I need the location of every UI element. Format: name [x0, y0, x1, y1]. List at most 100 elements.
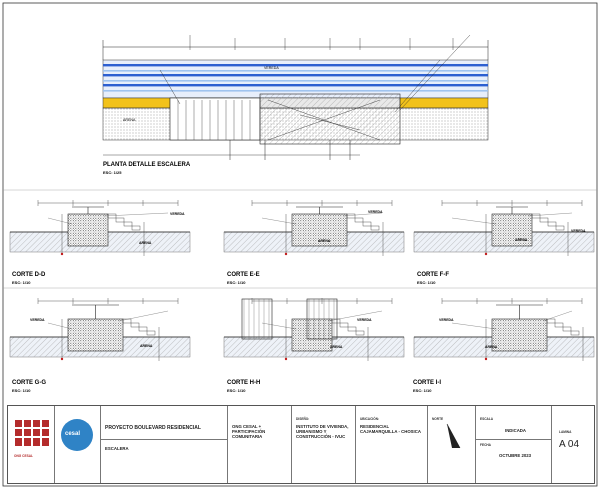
- section-step: [138, 326, 148, 332]
- section-leader: [527, 212, 573, 217]
- section-title: CORTE G-G: [12, 380, 46, 386]
- section-scale: ESC: 1/10: [12, 280, 31, 285]
- section-footing: [491, 213, 533, 247]
- section-level-marker: [484, 357, 488, 361]
- location-value: RESIDENCIAL CAJAMARQUILLA - CHOSICA: [360, 424, 421, 435]
- scale-value: INDICADA: [505, 428, 527, 433]
- section-arena-label: ARENA: [515, 238, 528, 242]
- project-cell: PROYECTO BOULEVARD RESIDENCIAL ESCALERA: [100, 406, 228, 483]
- scale-date-cell: ESCALA INDICADA FECHA OCTUBRE 2023: [475, 406, 552, 483]
- section-vereda-label: VEREDA: [439, 318, 454, 322]
- section-scale: ESC: 1/10: [12, 388, 31, 393]
- section-leader: [118, 310, 169, 322]
- section-leader: [261, 322, 297, 330]
- section-leader: [261, 217, 297, 225]
- section-step: [339, 322, 349, 328]
- section-step: [546, 318, 556, 324]
- sheet-value: A 04: [559, 439, 580, 450]
- section-step: [131, 225, 141, 231]
- subject: ESCALERA: [105, 446, 129, 451]
- section-leader: [47, 322, 73, 330]
- section-footing: [67, 213, 109, 247]
- section-step: [539, 217, 549, 223]
- section-step: [122, 318, 132, 324]
- section-step: [562, 326, 572, 332]
- section-step: [370, 225, 380, 231]
- section-step: [362, 221, 372, 227]
- scale-label: ESCALA: [480, 417, 494, 421]
- section-footing: [291, 318, 333, 352]
- organizations-cell: ONG CESAL + PARTICIPACIÓN COMUNITARIA: [227, 406, 292, 483]
- sheet-label: LAMINA: [559, 430, 572, 434]
- section-title: CORTE E-E: [227, 272, 260, 278]
- section-leader: [451, 322, 497, 330]
- sheet-cell: LAMINA A 04: [551, 406, 594, 483]
- section-scale: ESC: 1/10: [227, 280, 246, 285]
- section-arena-label: ARENA: [140, 344, 153, 348]
- section-scale: ESC: 1/10: [417, 280, 436, 285]
- section-step: [346, 213, 356, 219]
- design-cell: DISEÑO: INSTITUTO DE VIVIENDA, URBANISMO…: [291, 406, 356, 483]
- section-step: [547, 221, 557, 227]
- section-step: [146, 330, 156, 336]
- sections-layer: [9, 200, 595, 361]
- plan-detail: [102, 34, 489, 160]
- section-scale: ESC: 1/10: [227, 388, 246, 393]
- section-footing: [291, 213, 348, 247]
- section-title: CORTE F-F: [417, 272, 449, 278]
- location-cell: UBICACIÓN: RESIDENCIAL CAJAMARQUILLA - C…: [355, 406, 428, 483]
- sheet-frame: [2, 2, 598, 487]
- date-value: OCTUBRE 2023: [499, 453, 531, 458]
- section-level-marker: [284, 252, 288, 256]
- section-step: [354, 217, 364, 223]
- section-vereda-label: VEREDA: [170, 212, 185, 216]
- date-label: FECHA: [480, 443, 491, 447]
- cesal-logo-icon: [61, 419, 93, 451]
- plan-vereda-label: VEREDA: [264, 66, 279, 70]
- location-label: UBICACIÓN:: [360, 417, 380, 421]
- north-cell: NORTE: [427, 406, 476, 483]
- section-arena-label: ARENA: [318, 239, 331, 243]
- section-arena-label: ARENA: [139, 241, 152, 245]
- north-label: NORTE: [432, 417, 444, 421]
- logo-cell: ONG CESAL: [8, 406, 55, 483]
- section-level-marker: [284, 357, 288, 361]
- section-railing: [241, 298, 273, 340]
- section-vereda-label: VEREDA: [368, 210, 383, 214]
- section-step: [554, 322, 564, 328]
- section-title: CORTE H-H: [227, 380, 261, 386]
- section-leader: [451, 217, 497, 225]
- plan-scale: ESC: 1/25: [103, 170, 122, 175]
- section-title: CORTE I-I: [413, 380, 441, 386]
- section-step: [331, 318, 341, 324]
- cesal-logo-text: cesal: [65, 431, 81, 437]
- title-block: ONG CESAL cesal PROYECTO BOULEVARD RESID…: [7, 405, 595, 484]
- section-step: [531, 213, 541, 219]
- design-value: INSTITUTO DE VIVIENDA, URBANISMO Y CONST…: [296, 424, 349, 440]
- section-leader: [103, 212, 169, 217]
- section-step: [123, 221, 133, 227]
- plan-stripes: [103, 64, 488, 92]
- section-leader: [342, 212, 383, 217]
- design-label: DISEÑO:: [296, 417, 310, 421]
- section-vereda-label: VEREDA: [357, 318, 372, 322]
- section-step: [555, 225, 565, 231]
- section-step: [115, 217, 125, 223]
- north-arrow-icon: [446, 423, 461, 449]
- section-vereda-label: VEREDA: [30, 318, 45, 322]
- ong-logo-icon: [15, 420, 49, 446]
- section-leader: [47, 217, 73, 225]
- section-arena-label: ARENA: [330, 345, 343, 349]
- plan-title: PLANTA DETALLE ESCALERA: [103, 162, 191, 168]
- logo-caption: ONG CESAL: [14, 454, 33, 458]
- section-step: [355, 330, 365, 336]
- section-arena-label: ARENA: [485, 345, 498, 349]
- cesal-logo-cell: cesal: [54, 406, 101, 483]
- section-footing: [491, 318, 548, 352]
- section-level-marker: [60, 252, 64, 256]
- section-step: [347, 326, 357, 332]
- section-level-marker: [60, 357, 64, 361]
- organizations: ONG CESAL + PARTICIPACIÓN COMUNITARIA: [232, 424, 266, 440]
